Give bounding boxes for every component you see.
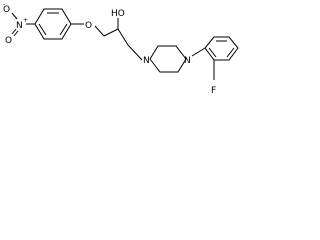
atom-nitro-o: O (5, 36, 12, 46)
bond-nitrophenyl-inner-2 (59, 23, 68, 36)
atom-piperazine-n1: N (143, 56, 150, 66)
bond-nitrophenyl-inner-3 (38, 23, 47, 36)
bond-fluorophenyl-inner-3 (208, 47, 217, 58)
atom-nitro-o-minus: O (3, 5, 10, 15)
bond-n-o-double-b (13, 30, 19, 37)
bond-n-o-minus (11, 12, 18, 20)
charge-plus: + (23, 17, 28, 24)
bond-fluorophenyl-inner-2 (226, 47, 235, 58)
charge-minus: - (3, 1, 5, 8)
bond-layer (11, 8, 239, 80)
bond-piperazine-ring (149, 45, 187, 73)
bond-choh-ch2 (117, 28, 129, 46)
bond-ether-o-ch2 (94, 25, 105, 37)
atom-hydroxyl: HO (111, 9, 125, 19)
atom-nitro-n: N (16, 21, 23, 31)
atom-ether-o: O (85, 21, 92, 31)
atom-fluorine: F (211, 86, 216, 96)
atom-piperazine-n4: N (184, 56, 191, 66)
bond-n4-aryl (191, 47, 206, 57)
bond-ch2-choh (103, 28, 119, 37)
bond-n-o-double-a (11, 28, 17, 35)
bond-ch2-n1 (127, 44, 143, 61)
structural-formula: O - N + O O HO N N F (3, 1, 239, 96)
